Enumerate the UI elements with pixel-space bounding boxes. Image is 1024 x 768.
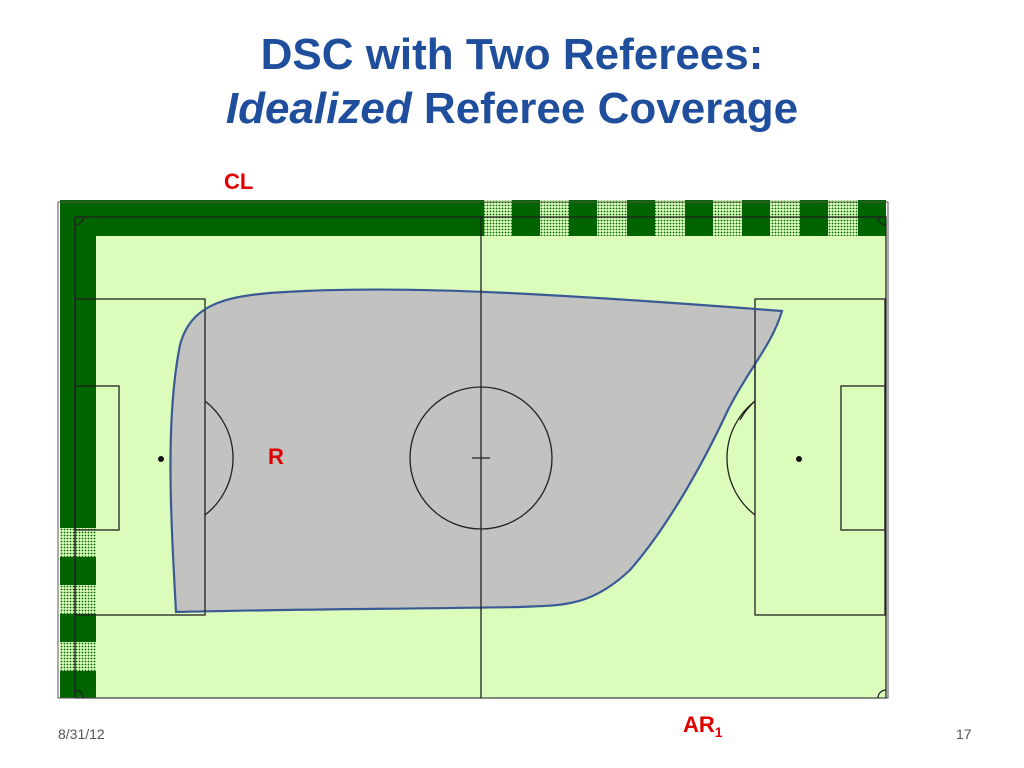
corner-arc-bottom-right xyxy=(877,689,887,699)
left-penalty-arc-overlay xyxy=(204,400,234,516)
title-line-1: DSC with Two Referees: xyxy=(260,30,764,79)
cl-path-left-solid xyxy=(60,200,96,528)
label-referee: R xyxy=(268,444,284,469)
corner-arc-top-left xyxy=(74,216,84,226)
referee-coverage-area xyxy=(169,288,784,614)
left-penalty-mark xyxy=(158,456,164,462)
right-goal-area xyxy=(840,385,886,531)
title-rest: Referee Coverage xyxy=(411,84,799,133)
label-center-line-referee: CL xyxy=(224,169,254,194)
footer-date: 8/31/12 xyxy=(58,726,105,742)
right-penalty-mark xyxy=(796,456,802,462)
field-lines-overlay xyxy=(204,290,756,612)
left-goal-area xyxy=(74,385,120,531)
right-penalty-arc-overlay xyxy=(739,400,756,421)
cl-path-top-solid xyxy=(60,200,484,236)
title-line-2: Idealized Referee Coverage xyxy=(0,82,1024,136)
slide-title: DSC with Two Referees: Idealized Referee… xyxy=(0,28,1024,136)
cl-path-left-dashed xyxy=(60,528,96,698)
cl-path-top-dashed xyxy=(484,200,886,236)
corner-arc-top-right xyxy=(877,216,887,226)
page-number: 17 xyxy=(956,726,972,742)
right-penalty-arc xyxy=(726,400,756,516)
label-ar-base: AR xyxy=(683,712,715,737)
corner-arc-bottom-left xyxy=(74,689,84,699)
label-assistant-referee: AR1 xyxy=(683,713,723,744)
title-emphasis: Idealized xyxy=(225,84,412,133)
outer-boundary xyxy=(57,201,889,699)
center-circle-overlay xyxy=(409,386,553,530)
label-ar-subscript: 1 xyxy=(714,724,723,740)
